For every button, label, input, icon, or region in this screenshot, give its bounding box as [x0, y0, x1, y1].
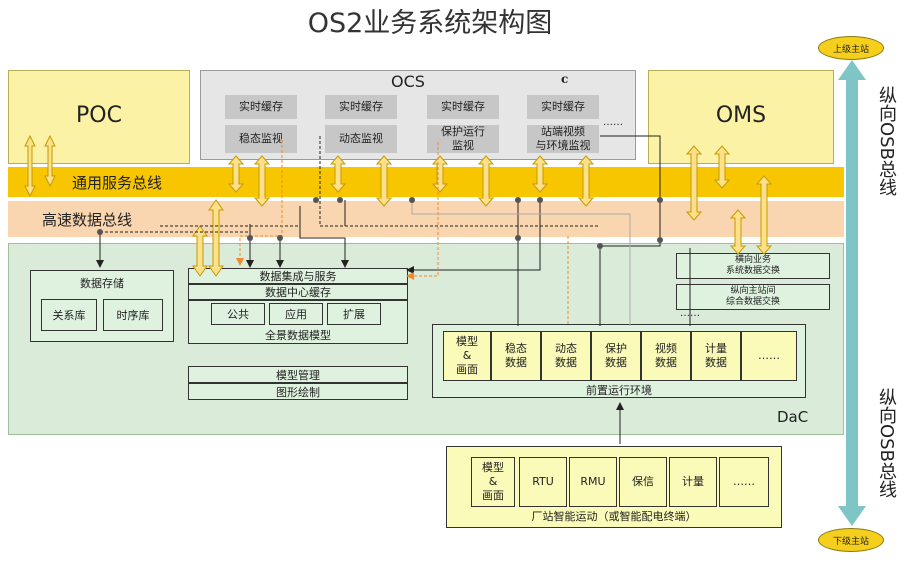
station-terminal: 模型 & 画面 RTU RMU 保信 计量 …… 厂站智能运动（或智能配电终端） — [446, 446, 782, 528]
data-storage-title: 数据存储 — [80, 277, 124, 290]
realtime-cache-2: 实时缓存 — [325, 95, 397, 119]
fe-model-cell: 模型 & 画面 — [443, 331, 491, 381]
ocs-box: OCS c 实时缓存 实时缓存 实时缓存 实时缓存 稳态监视 动态监视 保护运行… — [200, 70, 636, 160]
fe-steady-cell: 稳态 数据 — [491, 331, 541, 381]
realtime-cache-1: 实时缓存 — [225, 95, 297, 119]
panoramic-model-box: 公共 应用 扩展 全景数据模型 — [188, 300, 408, 344]
vertical-osb-bus-arrow — [838, 60, 866, 526]
st-protection-info-cell: 保信 — [619, 457, 667, 507]
oms-box: OMS — [648, 70, 834, 164]
dashed-links — [96, 135, 691, 444]
vertical-osb-label-bottom: 纵向OSB总线 — [876, 388, 897, 498]
grey-links — [411, 200, 631, 326]
orange-links — [236, 140, 569, 326]
protection-monitor: 保护运行 监视 — [427, 125, 499, 153]
station-video-monitor: 站端视频 与环境监视 — [527, 125, 599, 153]
high-speed-data-bus: 高速数据总线 — [8, 201, 844, 237]
upper-master-station: 上级主站 — [818, 36, 884, 60]
vertical-exchange: 纵向主站间 综合数据交换 — [676, 284, 830, 310]
fe-metering-cell: 计量 数据 — [691, 331, 741, 381]
data-storage: 数据存储 关系库 时序库 — [30, 270, 174, 342]
fe-protection-cell: 保护 数据 — [591, 331, 641, 381]
steady-monitor: 稳态监视 — [225, 125, 297, 153]
st-more-cell: …… — [719, 457, 769, 507]
model-public: 公共 — [211, 303, 265, 325]
diagram-title: OS2业务系统架构图 — [307, 8, 553, 39]
realtime-cache-3: 实时缓存 — [427, 95, 499, 119]
panoramic-model-label: 全景数据模型 — [265, 329, 331, 342]
bus-taps — [97, 197, 663, 249]
model-management: 模型管理 — [188, 366, 408, 383]
st-rmu-cell: RMU — [569, 457, 617, 507]
ocs-label: OCS — [391, 72, 425, 91]
model-application: 应用 — [269, 303, 323, 325]
st-model-cell: 模型 & 画面 — [471, 457, 515, 507]
frontend-env: 模型 & 画面 稳态 数据 动态 数据 保护 数据 视频 数据 计量 数据 ……… — [432, 324, 806, 398]
fe-video-cell: 视频 数据 — [641, 331, 691, 381]
st-rtu-cell: RTU — [519, 457, 567, 507]
dynamic-monitor: 动态监视 — [325, 125, 397, 153]
general-service-bus: 通用服务总线 — [8, 167, 844, 197]
vertical-osb-label-top: 纵向OSB总线 — [876, 86, 897, 196]
fe-more-cell: …… — [741, 331, 797, 381]
data-center-cache: 数据中心缓存 — [188, 284, 408, 300]
relational-db: 关系库 — [41, 299, 97, 331]
poc-box: POC — [8, 70, 190, 164]
frontend-label: 前置运行环境 — [586, 384, 652, 397]
station-label: 厂站智能运动（或智能配电终端） — [531, 510, 697, 523]
time-series-db: 时序库 — [103, 299, 163, 331]
ocs-more: …… — [603, 117, 623, 128]
realtime-cache-4: 实时缓存 — [527, 95, 599, 119]
bidirectional-arrows — [24, 134, 773, 277]
fe-dynamic-cell: 动态 数据 — [541, 331, 591, 381]
dac-label: DaC — [777, 408, 809, 426]
ocs-c-label: c — [561, 72, 569, 86]
data-integration-header: 数据集成与服务 — [188, 268, 408, 284]
model-extension: 扩展 — [327, 303, 381, 325]
lower-master-station: 下级主站 — [818, 528, 884, 552]
graphic-drawing: 图形绘制 — [188, 383, 408, 400]
st-metering-cell: 计量 — [669, 457, 717, 507]
horizontal-exchange: 横向业务 系统数据交换 — [676, 253, 830, 279]
